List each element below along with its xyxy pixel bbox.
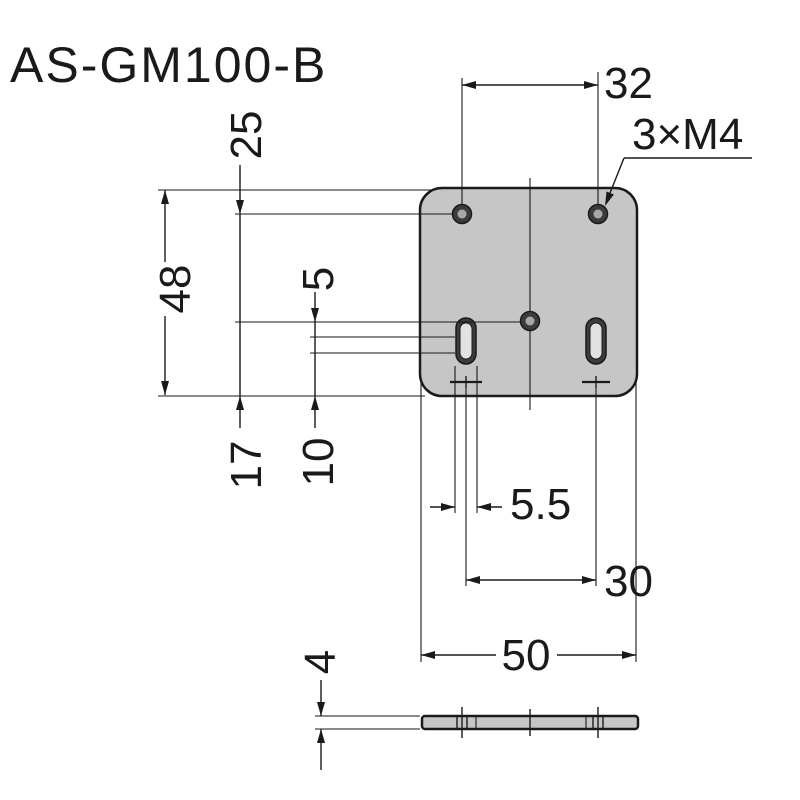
arrowhead xyxy=(462,81,476,89)
dimension-label: 4 xyxy=(296,650,345,674)
dimension-label: 17 xyxy=(222,441,271,490)
lower-extension-lines xyxy=(420,366,637,662)
dimension-slot-pitch: 30 xyxy=(466,557,653,606)
plate-top-view xyxy=(418,178,639,410)
arrowhead xyxy=(466,576,480,584)
arrowhead xyxy=(161,190,169,204)
arrowhead xyxy=(584,81,598,89)
dimension-plate-thickness: 4 xyxy=(296,650,420,770)
dimension-label: 5 xyxy=(294,267,343,291)
dimension-label: 10 xyxy=(294,438,343,487)
mounting-hole-center xyxy=(519,310,541,332)
mounting-hole-top-right xyxy=(587,203,609,225)
arrowhead xyxy=(236,396,244,410)
model-title: AS-GM100-B xyxy=(10,37,327,93)
arrowhead xyxy=(605,191,614,206)
dimension-hole-to-center-and-bottom: 25 17 xyxy=(222,111,520,490)
dimension-label: 48 xyxy=(151,265,200,314)
plate-side-view xyxy=(420,707,640,738)
leader-line xyxy=(607,157,625,199)
dimension-slot-width: 5.5 xyxy=(430,480,571,529)
hole-core xyxy=(457,209,467,219)
arrowhead xyxy=(161,381,169,395)
mounting-hole-top-left xyxy=(451,203,473,225)
dimension-label: 30 xyxy=(604,557,653,606)
slot-inner xyxy=(459,322,473,360)
dimension-slot-position: 5 10 xyxy=(294,267,455,487)
slot-inner xyxy=(589,322,603,360)
dimension-plate-width: 50 xyxy=(421,631,636,680)
hole-core xyxy=(593,209,603,219)
slot-right xyxy=(585,317,607,365)
dimension-top-hole-pitch: 32 xyxy=(461,59,653,204)
arrowhead xyxy=(317,729,325,743)
dimension-label: 25 xyxy=(222,111,271,160)
arrowhead xyxy=(421,651,435,659)
dimension-label: 50 xyxy=(502,631,551,680)
arrowhead xyxy=(477,503,491,511)
dimension-label: 5.5 xyxy=(510,480,571,529)
arrowhead xyxy=(311,396,319,410)
thread-callout: 3×M4 xyxy=(605,110,752,206)
slot-left xyxy=(455,317,477,365)
arrowhead xyxy=(622,651,636,659)
dimension-label: 32 xyxy=(604,59,653,108)
arrowhead xyxy=(441,503,455,511)
callout-label: 3×M4 xyxy=(632,110,743,159)
arrowhead xyxy=(582,576,596,584)
arrowhead xyxy=(317,702,325,716)
dimension-plate-height: 48 xyxy=(151,189,432,397)
hole-core xyxy=(525,316,535,326)
arrowhead xyxy=(236,200,244,214)
arrowhead xyxy=(311,308,319,322)
